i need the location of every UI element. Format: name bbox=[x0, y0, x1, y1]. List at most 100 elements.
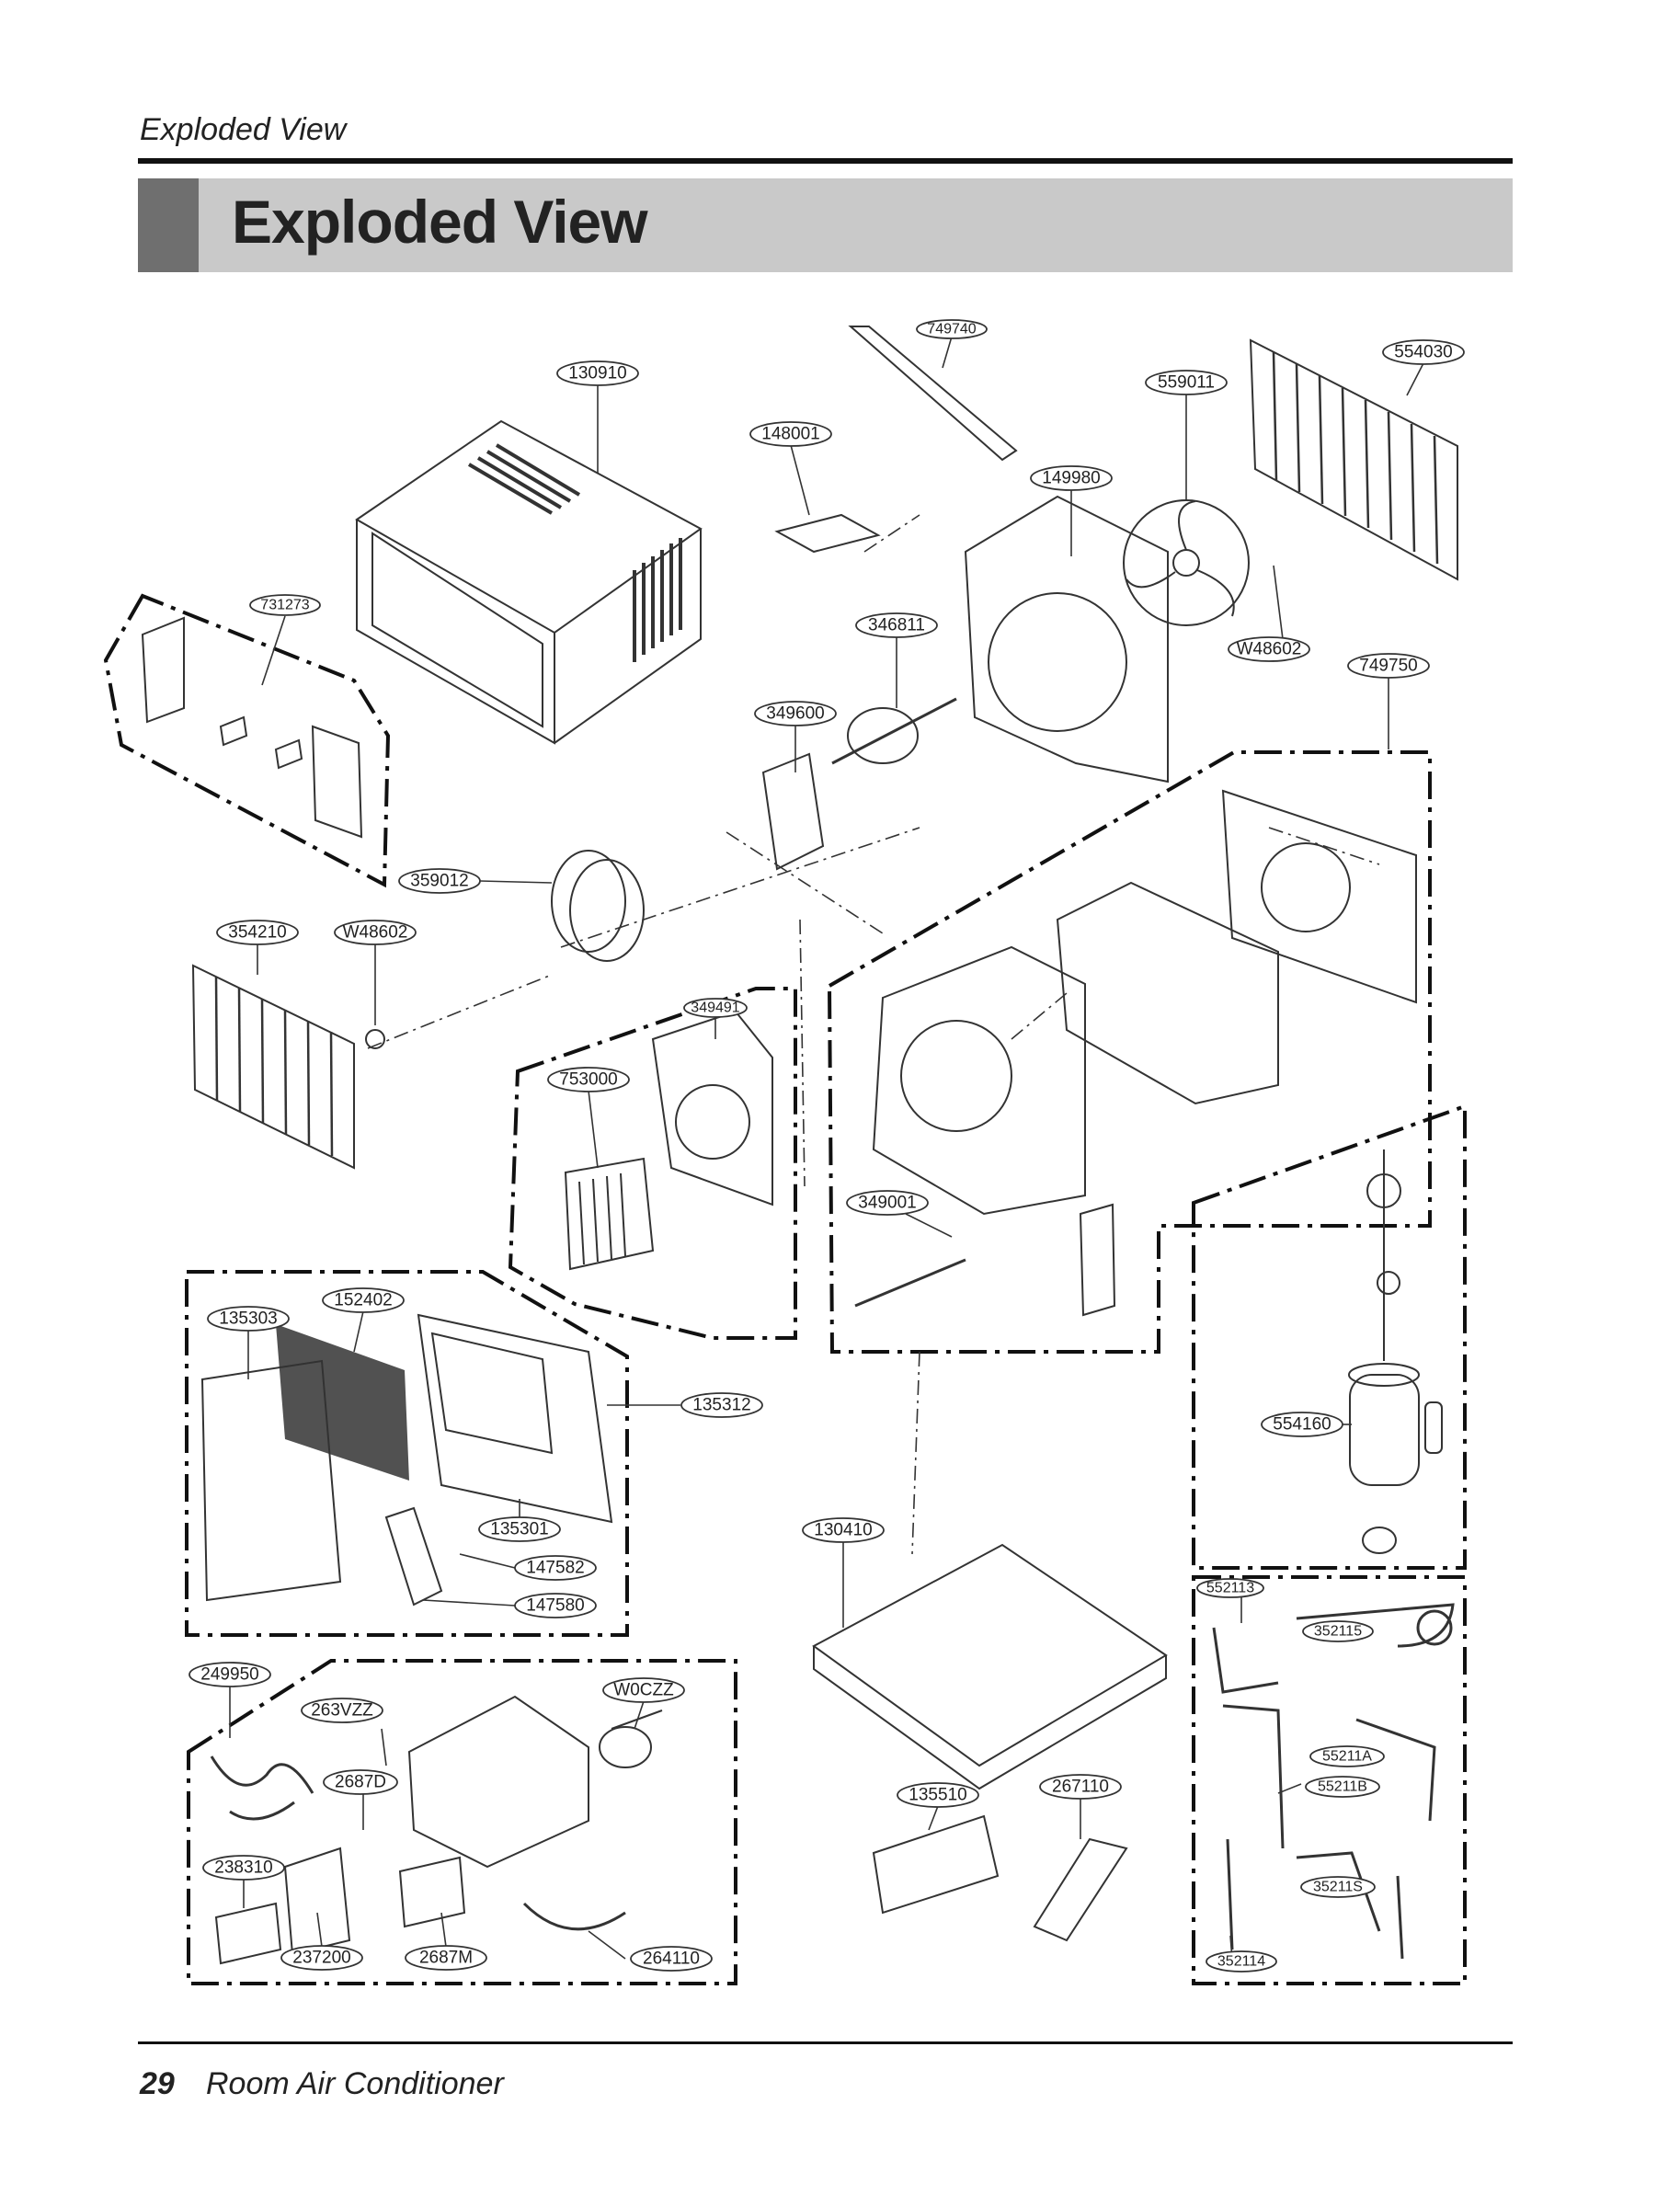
callout-559011: 559011 bbox=[1158, 373, 1215, 393]
callout-349600: 349600 bbox=[766, 704, 824, 724]
leader-line bbox=[634, 1700, 645, 1730]
callout-346811: 346811 bbox=[868, 616, 925, 635]
callout-130410: 130410 bbox=[814, 1521, 872, 1540]
connector-line bbox=[726, 831, 884, 934]
shroud-part bbox=[964, 495, 1169, 783]
callout-554030: 554030 bbox=[1394, 343, 1452, 362]
connector-line bbox=[1011, 992, 1068, 1040]
header-rule bbox=[138, 158, 1513, 164]
callout-352115: 352115 bbox=[1314, 1624, 1362, 1640]
leader-line bbox=[588, 1090, 599, 1169]
leader-line bbox=[316, 1912, 323, 1948]
group-outline-side-brackets bbox=[103, 593, 391, 888]
leader-line bbox=[928, 1805, 939, 1831]
condenser-coil-part bbox=[1249, 338, 1458, 581]
connector-line bbox=[911, 1351, 920, 1555]
callout-753000: 753000 bbox=[559, 1070, 617, 1090]
callout-2687D: 2687D bbox=[335, 1773, 386, 1792]
group-outline-evaporator-chamber bbox=[827, 750, 1432, 1354]
leader-line bbox=[261, 615, 286, 686]
blower-wheel-part bbox=[551, 850, 645, 962]
running-header: Exploded View bbox=[140, 112, 347, 147]
leader-line bbox=[790, 444, 810, 516]
callout-267110: 267110 bbox=[1052, 1778, 1109, 1797]
compressor-part bbox=[1348, 1149, 1443, 1554]
leader-line bbox=[479, 880, 553, 884]
top-rail-part bbox=[848, 326, 1018, 462]
callout-135510: 135510 bbox=[909, 1786, 966, 1805]
callout-349001: 349001 bbox=[858, 1194, 916, 1213]
page-number: 29 bbox=[140, 2066, 175, 2101]
leader-line bbox=[381, 1728, 387, 1767]
group-outline-front-panel bbox=[185, 1270, 629, 1637]
section-title: Exploded View bbox=[232, 188, 648, 256]
cabinet-part bbox=[355, 419, 703, 745]
heater-assembly-part bbox=[564, 1010, 773, 1271]
callout-263VZZ: 263VZZ bbox=[311, 1701, 373, 1721]
callout-238310: 238310 bbox=[214, 1858, 272, 1878]
callout-147582: 147582 bbox=[526, 1559, 584, 1578]
condenser-fan-part bbox=[1123, 499, 1250, 626]
leader-line bbox=[459, 1553, 516, 1569]
callout-135301: 135301 bbox=[490, 1520, 548, 1539]
footer-title: Room Air Conditioner bbox=[206, 2066, 504, 2101]
control-box-part bbox=[407, 1695, 589, 1869]
evaporator-coil-part bbox=[191, 964, 385, 1170]
piping-part bbox=[1212, 1603, 1455, 1960]
callout-749740: 749740 bbox=[927, 322, 976, 337]
group-outline-compressor bbox=[1192, 1104, 1467, 1570]
leader-line bbox=[1273, 565, 1284, 640]
connector-line bbox=[367, 974, 553, 1049]
callout-731273: 731273 bbox=[260, 598, 309, 613]
callout-W0CZZ: W0CZZ bbox=[613, 1681, 674, 1700]
motor-mount-part bbox=[761, 752, 825, 871]
control-cover-part bbox=[872, 1814, 1000, 1915]
callout-359012: 359012 bbox=[410, 872, 468, 891]
base-pan-part bbox=[812, 1543, 1168, 1790]
leader-line bbox=[1277, 1783, 1302, 1794]
callout-130910: 130910 bbox=[568, 364, 626, 383]
connector-line bbox=[799, 919, 806, 1187]
remote-control-part bbox=[1033, 1837, 1128, 1942]
bracket-part bbox=[774, 513, 881, 554]
leader-line bbox=[905, 1213, 953, 1238]
side-bracket-part bbox=[141, 616, 363, 839]
leader-line bbox=[440, 1912, 447, 1948]
callout-237200: 237200 bbox=[292, 1949, 350, 1968]
callout-149980: 149980 bbox=[1042, 469, 1100, 488]
callout-W48602-fan: W48602 bbox=[1237, 640, 1302, 659]
leader-line bbox=[353, 1310, 364, 1353]
capacitor-part bbox=[599, 1710, 663, 1768]
callout-148001: 148001 bbox=[761, 425, 819, 444]
callout-249950: 249950 bbox=[200, 1665, 258, 1685]
fan-motor-part bbox=[831, 697, 957, 765]
leader-line bbox=[942, 336, 953, 369]
callout-35211S: 35211S bbox=[1313, 1880, 1363, 1895]
section-title-bar bbox=[138, 178, 1513, 272]
callout-349491: 349491 bbox=[691, 1001, 739, 1016]
callout-554160: 554160 bbox=[1273, 1415, 1331, 1435]
front-frame-part bbox=[417, 1313, 613, 1524]
callout-2687M: 2687M bbox=[419, 1949, 473, 1968]
leader-line bbox=[588, 1930, 626, 1960]
callout-352114: 352114 bbox=[1217, 1954, 1265, 1970]
callout-135312: 135312 bbox=[692, 1396, 750, 1415]
leader-line bbox=[422, 1599, 516, 1607]
group-outline-heater bbox=[508, 987, 797, 1340]
vane-part bbox=[384, 1506, 443, 1607]
callout-W48602-blower: W48602 bbox=[343, 923, 408, 943]
connector-line bbox=[560, 827, 920, 948]
leader-line bbox=[1406, 362, 1424, 396]
callout-264110: 264110 bbox=[643, 1950, 700, 1969]
callout-135303: 135303 bbox=[219, 1309, 277, 1329]
section-title-tab bbox=[138, 178, 199, 272]
callout-354210: 354210 bbox=[228, 923, 286, 943]
connector-line bbox=[863, 514, 920, 553]
filter-part bbox=[276, 1324, 409, 1481]
callout-152402: 152402 bbox=[334, 1291, 392, 1310]
display-panel-part bbox=[214, 1847, 466, 1965]
callout-552113: 552113 bbox=[1206, 1581, 1254, 1596]
callout-749750: 749750 bbox=[1359, 657, 1417, 676]
group-outline-piping bbox=[1192, 1575, 1467, 1985]
